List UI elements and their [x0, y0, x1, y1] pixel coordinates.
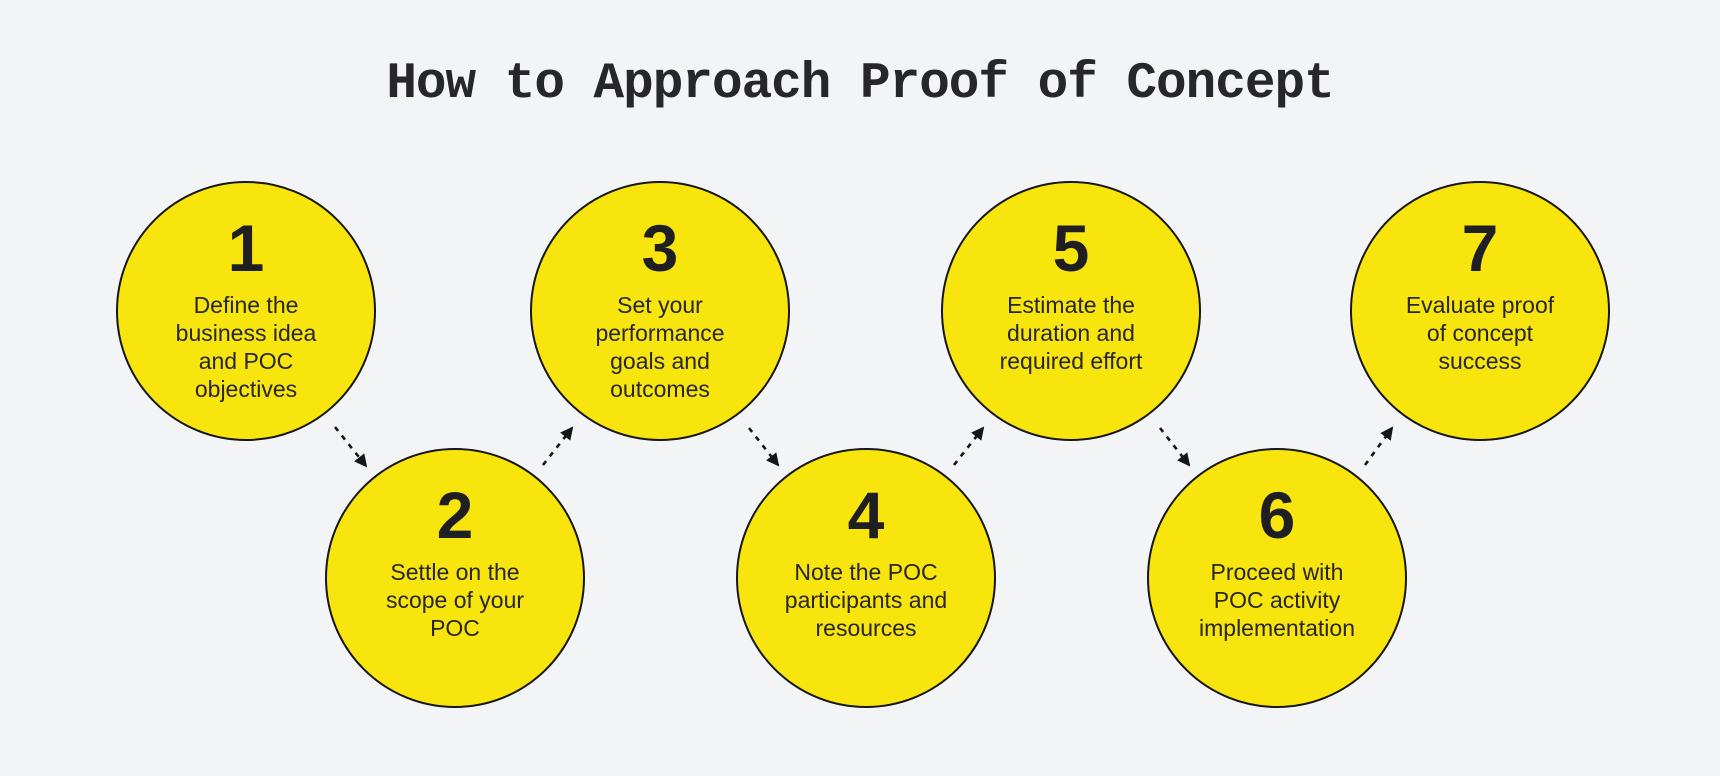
arrow-step5-step6-icon [1158, 427, 1191, 467]
step-label: Evaluate proof of concept success [1405, 292, 1555, 374]
step-label: Set your performance goals and outcomes [595, 292, 725, 402]
page-title: How to Approach Proof of Concept [386, 56, 1334, 113]
step-circle-4: 4 Note the POC participants and resource… [736, 448, 996, 708]
arrow-step4-step5-icon [952, 426, 985, 466]
arrow-step1-step2-icon [333, 426, 368, 468]
step-circle-2: 2 Settle on the scope of your POC [325, 448, 585, 708]
step-number: 4 [847, 478, 885, 552]
step-label: Proceed with POC activity implementation [1199, 559, 1355, 641]
step-circle-5: 5 Estimate the duration and required eff… [941, 181, 1201, 441]
step-circle-6: 6 Proceed with POC activity implementati… [1147, 448, 1407, 708]
step-circle-1: 1 Define the business idea and POC objec… [116, 181, 376, 441]
step-label: Estimate the duration and required effor… [999, 292, 1143, 374]
step-number: 1 [227, 211, 265, 285]
step-number: 7 [1461, 211, 1499, 285]
step-circle-7: 7 Evaluate proof of concept success [1350, 181, 1610, 441]
step-circle-3: 3 Set your performance goals and outcome… [530, 181, 790, 441]
step-label: Settle on the scope of your POC [385, 559, 525, 641]
step-number: 5 [1052, 211, 1090, 285]
step-number: 6 [1258, 478, 1296, 552]
arrow-step2-step3-icon [541, 426, 574, 466]
step-label: Define the business idea and POC objecti… [175, 292, 317, 402]
arrow-step3-step4-icon [747, 427, 780, 467]
step-label: Note the POC participants and resources [784, 559, 948, 641]
arrow-step6-step7-icon [1363, 426, 1394, 466]
step-number: 3 [641, 211, 679, 285]
step-number: 2 [436, 478, 474, 552]
